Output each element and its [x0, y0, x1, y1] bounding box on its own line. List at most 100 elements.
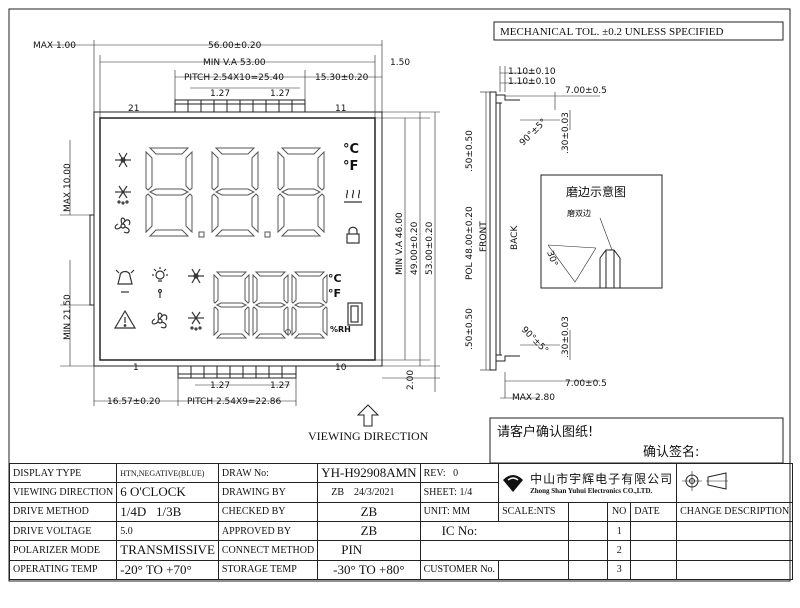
grinding-angle-label: 30°	[544, 250, 559, 268]
customer-no-label: CUSTOMER No.	[419, 559, 500, 581]
pin-label-1: 1	[133, 363, 139, 373]
empty-cell-e	[419, 540, 570, 561]
fan-icon-2	[151, 312, 168, 329]
lcd-digit-4	[213, 271, 250, 339]
warning-icon	[113, 309, 137, 329]
tolerance-box	[493, 21, 784, 41]
snowflake-drip-icon	[115, 185, 131, 205]
ic-no-cell: IC No:	[419, 520, 570, 542]
dim-side-030-bottom: .30±0.03	[561, 316, 571, 358]
draw-no-label: DRAW No:	[217, 462, 319, 484]
drawing-frame	[8, 8, 791, 582]
side-view-dimensions: 1.10±0.10 1.10±0.10 7.00±0.5 .50±0.50 90…	[465, 67, 626, 403]
side-glass	[489, 91, 497, 371]
projection-symbol-cell	[676, 463, 794, 503]
drawing-by-cell: ZB 24/3/2021	[317, 482, 421, 503]
storage-temp-label: STORAGE TEMP	[217, 559, 319, 581]
lcd-text-segments: °C °F °C °F %RH	[328, 142, 359, 334]
unit-label: UNIT:	[423, 506, 450, 518]
confirm-signature-label: 确认签名:	[643, 444, 699, 460]
light-bulb-icon	[152, 267, 168, 282]
company-logo-icon	[503, 474, 524, 492]
alarm-bell-icon	[115, 269, 135, 293]
lcd-digit-5	[252, 271, 289, 339]
rev-cell: REV: 0	[419, 462, 500, 484]
lcd-icons	[113, 152, 363, 331]
draw-no-value: YH-H92908AMN	[317, 462, 421, 484]
fan-icon	[114, 217, 131, 234]
side-view	[480, 66, 663, 399]
side-polarizer	[495, 102, 501, 356]
dim-min-va-height: MIN V.A 46.00	[395, 212, 405, 275]
fahrenheit-bottom: °F	[328, 287, 341, 300]
client-confirm-box	[489, 417, 784, 464]
dim-bottom-pin-width-right: 1.27	[270, 381, 290, 391]
rev-value: 0	[453, 467, 459, 479]
empty-cell-i	[498, 559, 570, 581]
label-front: FRONT	[479, 221, 489, 252]
empty-cell-g	[630, 540, 678, 561]
viewing-direction-label-cell: VIEWING DIRECTION	[8, 482, 118, 503]
viewing-direction-value: 6 O'CLOCK	[116, 482, 219, 503]
decimal-point-2	[264, 231, 271, 238]
drive-method-bias: 1/3B	[156, 503, 182, 519]
dim-side-110-a: 1.10±0.10	[508, 67, 556, 77]
panel-edge-left	[89, 214, 94, 306]
snowflake-drip-icon-2	[188, 311, 204, 331]
display-type-label: DISPLAY TYPE	[8, 462, 118, 484]
dim-side-90-bottom: 90°±5°	[519, 325, 550, 356]
drawing-date: 24/3/2021	[354, 486, 395, 498]
dim-max-left: MAX 10.00	[63, 163, 73, 212]
lcd-digit-3	[277, 147, 325, 237]
fahrenheit-top: °F	[343, 159, 358, 174]
dim-side-050-top: .50±0.50	[465, 130, 475, 172]
dim-side-700-bottom: 7.00±0.5	[565, 379, 607, 389]
operating-temp-label: OPERATING TEMP	[8, 559, 118, 581]
dim-bottom-offset-left: 16.57±0.20	[107, 397, 161, 407]
humidity-unit: %RH	[330, 325, 351, 334]
lcd-digits-top	[145, 147, 325, 238]
pin-label-11: 11	[335, 104, 346, 114]
heater-icon	[344, 189, 362, 203]
celsius-top: °C	[343, 142, 359, 157]
storage-temp-value: -30° TO +80°	[317, 559, 421, 581]
snowflake-icon-2	[188, 268, 204, 284]
dim-side-max-bottom: MAX 2.80	[512, 393, 555, 403]
connect-method-label: CONNECT METHOD	[217, 540, 319, 561]
unit-value: MM	[452, 506, 471, 518]
lcd-digit-6	[291, 271, 328, 339]
unit-cell: UNIT: MM	[419, 501, 500, 522]
dim-side-050-bottom: .50±0.50	[465, 308, 475, 350]
viewing-direction-label: VIEWING DIRECTION	[308, 429, 429, 443]
dim-side-110-b: 1.10±0.10	[508, 77, 556, 87]
projection-symbol-icon	[682, 471, 729, 492]
date-label: DATE	[630, 501, 678, 522]
empty-cell-f	[568, 540, 609, 561]
dim-min-va-width: MIN V.A 53.00	[203, 58, 266, 68]
pin-label-10: 10	[335, 363, 347, 373]
dim-min-left: MIN 21.50	[63, 294, 73, 340]
dim-bottom-right: 2.00	[406, 370, 416, 390]
dim-width-overall: 56.00±0.20	[208, 41, 262, 51]
celsius-bottom: °C	[328, 272, 342, 285]
dim-height-49: 49.00±0.20	[410, 221, 420, 275]
empty-cell-h	[676, 540, 794, 561]
dim-side-pol: POL 48.00±0.20	[465, 206, 475, 280]
polarizer-mode-value: TRANSMISSIVE	[116, 540, 219, 561]
front-view	[50, 40, 440, 406]
dim-max-top: MAX 1.00	[33, 41, 76, 51]
viewing-area	[99, 117, 376, 361]
grinding-edge-label: 磨双边	[567, 208, 591, 218]
connect-method-value: PIN	[317, 540, 421, 561]
row-number-1: 1	[607, 520, 632, 542]
dim-pin-offset-right: 15.30±0.20	[315, 73, 369, 83]
ic-no-label: IC No:	[441, 523, 478, 539]
top-pins	[174, 99, 306, 113]
scale-label: SCALE:NTS	[498, 501, 570, 522]
front-view-dimensions: MAX 1.00 56.00±0.20 MIN V.A 53.00 1.50 P…	[33, 41, 435, 407]
label-back: BACK	[510, 225, 520, 250]
rev-label: REV:	[423, 467, 446, 479]
change-description-label: CHANGE DESCRIPTION	[676, 501, 794, 522]
grinding-diagram-box	[540, 174, 663, 289]
